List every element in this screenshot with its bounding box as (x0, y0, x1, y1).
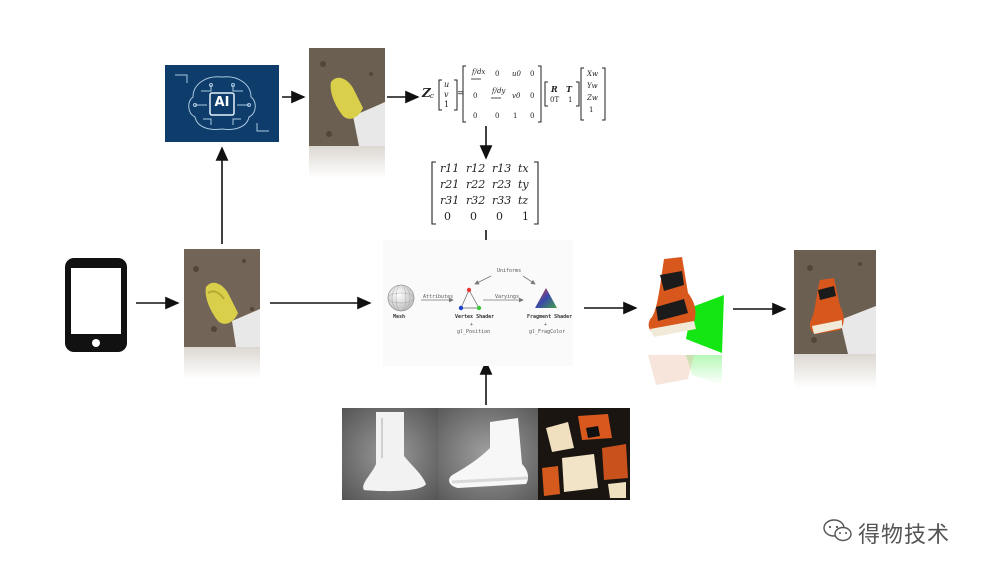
watermark-text: 得物技术 (858, 517, 950, 549)
transform-matrix: r11 r12 r13 tx r21 r22 r23 ty r31 r32 r3… (430, 160, 540, 226)
foot-model-image (342, 408, 438, 500)
eq-k22: f/dy (492, 87, 505, 95)
m-44: 1 (522, 210, 529, 223)
shoe-texture-image (538, 408, 630, 500)
m-r33: r33 (492, 194, 511, 207)
eq-one: 1 (444, 100, 449, 109)
rendered-shoe-reflection (642, 355, 726, 395)
eq-k31: 0 (473, 112, 477, 120)
m-tx: tx (518, 162, 529, 175)
final-tryon-photo (794, 250, 876, 354)
eq-lhs-sub: c (430, 92, 434, 100)
rendered-shoe-image (642, 255, 726, 355)
m-r22: r22 (466, 178, 485, 191)
eq-k12: 0 (495, 70, 499, 78)
eq-k32: 0 (495, 112, 499, 120)
eq-k11: f/dx (472, 68, 485, 76)
uniforms-label: Uniforms (497, 268, 521, 274)
detected-foot-photo (309, 48, 385, 146)
wechat-icon (822, 518, 854, 544)
eq-w-one: 1 (589, 106, 593, 114)
final-tryon-reflection (794, 354, 876, 388)
eq-zero-t: 0T (550, 96, 559, 104)
eq-k23: v0 (512, 92, 520, 100)
m-42: 0 (470, 210, 477, 223)
eq-k13: u0 (512, 70, 521, 78)
m-tz: tz (518, 194, 528, 207)
eq-xw: Xw (587, 70, 598, 78)
camera-projection-equation: Z c u v 1 = f/dx 0 u0 0 0 f/dy v0 0 0 0 … (420, 62, 610, 126)
eq-k24: 0 (530, 92, 534, 100)
eq-u: u (444, 80, 449, 89)
eq-t: T (566, 84, 572, 94)
m-r12: r12 (466, 162, 485, 175)
fragment-triangle-icon (535, 288, 557, 308)
m-r11: r11 (440, 162, 459, 175)
vertex-triangle-icon (461, 290, 479, 308)
eq-ext-one: 1 (568, 96, 572, 104)
fragment-shader-label: Fragment Shader (527, 314, 572, 320)
m-r23: r23 (492, 178, 511, 191)
ai-label: AI (210, 95, 234, 110)
eq-yw: Yw (587, 82, 598, 90)
eq-k21: 0 (473, 92, 477, 100)
m-r32: r32 (466, 194, 485, 207)
smartphone-icon (63, 256, 129, 354)
m-41: 0 (444, 210, 451, 223)
varyings-label: Varyings (495, 294, 519, 300)
attributes-label: Attributes (423, 294, 453, 300)
input-photo (184, 249, 260, 347)
eq-k14: 0 (530, 70, 534, 78)
eq-k33: 1 (513, 112, 517, 120)
input-photo-reflection (184, 347, 260, 379)
webgl-pipeline-diagram: Mesh Attributes Uniforms Varyings Vertex… (383, 240, 573, 366)
vertex-output-label: gl_Position (457, 329, 490, 335)
shoe-model-image (438, 408, 538, 500)
eq-zw: Zw (587, 94, 598, 102)
eq-k34: 0 (530, 112, 534, 120)
ai-brain-image: AI (165, 65, 279, 142)
m-ty: ty (518, 178, 529, 191)
detected-foot-reflection (309, 146, 385, 178)
m-r13: r13 (492, 162, 511, 175)
eq-r: R (551, 84, 558, 94)
fragment-output-label: gl_FragColor (529, 329, 565, 335)
eq-v: v (444, 90, 449, 99)
m-43: 0 (496, 210, 503, 223)
mesh-label: Mesh (393, 314, 405, 320)
m-r31: r31 (440, 194, 459, 207)
vertex-shader-label: Vertex Shader (455, 314, 494, 320)
m-r21: r21 (440, 178, 459, 191)
